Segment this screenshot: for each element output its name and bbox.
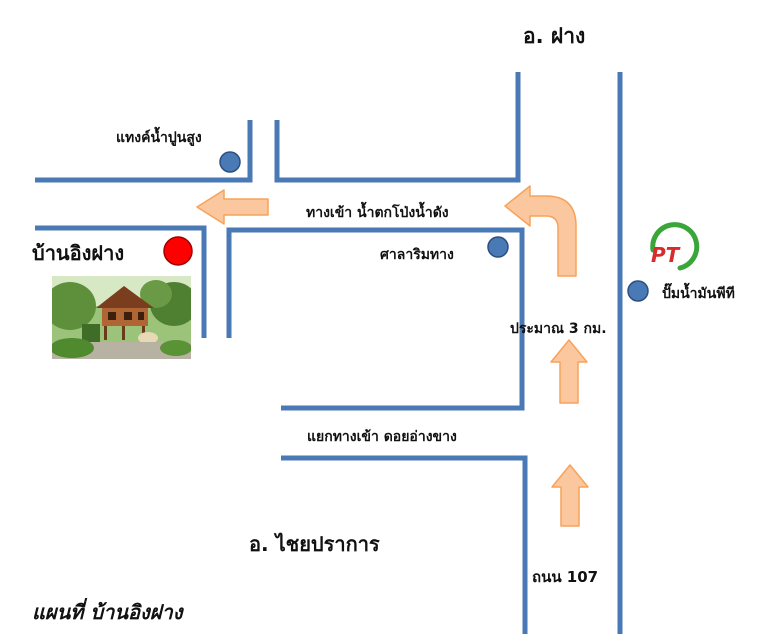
road-home-west <box>35 225 207 338</box>
gas-station-label: ปั๊มน้ำมันพีที <box>662 282 735 302</box>
route-arrows <box>196 185 589 527</box>
pt-logo-text: PT <box>651 243 681 267</box>
pavilion-label: ศาลาริมทาง <box>380 247 454 263</box>
waterfall-entrance-label: ทางเข้า น้ำตกโป่งน้ำดัง <box>306 201 449 221</box>
reservoir-label: แทงค์น้ำปูนสูง <box>116 126 202 146</box>
house-photo <box>52 276 191 359</box>
distance-label: ประมาณ 3 กม. <box>510 321 607 337</box>
pavilion-marker <box>487 236 509 258</box>
reservoir-marker <box>219 151 241 173</box>
arrow-left-west <box>196 189 269 225</box>
road-center-block <box>226 227 525 411</box>
road-107-label: ถนน 107 <box>532 568 598 586</box>
south-district-label: อ. ไชยปราการ <box>249 532 380 556</box>
roads <box>35 72 623 634</box>
map-title: แผนที่ บ้านอิงฝาง <box>32 598 185 624</box>
north-district-label: อ. ฝาง <box>523 24 585 48</box>
arrow-turn-left <box>504 185 577 277</box>
pt-logo-ring <box>650 222 700 271</box>
arrow-up-mid <box>550 339 588 404</box>
pt-logo: PT <box>650 222 700 271</box>
gas-station-marker <box>627 280 649 302</box>
house-photo-illustration <box>52 276 191 359</box>
arrow-up-bottom <box>551 464 589 527</box>
road-north-left <box>274 72 521 183</box>
doi-angkhang-junction-label: แยกทางเข้า ดอยอ่างขาง <box>307 429 457 445</box>
road-doi-angkhang <box>281 455 528 634</box>
road-top-left-block <box>35 120 253 183</box>
home-marker <box>163 236 193 266</box>
home-label: บ้านอิงฝาง <box>32 241 124 265</box>
